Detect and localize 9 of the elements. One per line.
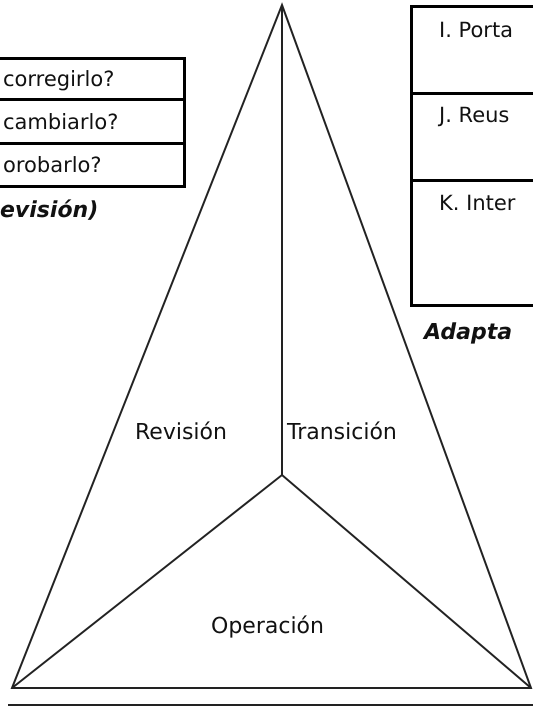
region-label: Revisión xyxy=(135,420,227,445)
table-cell: orobarlo? xyxy=(0,142,186,188)
category-heading: Adapta xyxy=(424,320,512,345)
category-heading: evisión) xyxy=(0,198,98,223)
table-cell: corregirlo? xyxy=(0,57,186,101)
table-cell: K. Inter xyxy=(410,179,533,307)
table-cell: I. Porta xyxy=(410,5,533,95)
region-label: Transición xyxy=(287,420,397,445)
region-label: Operación xyxy=(211,614,324,639)
